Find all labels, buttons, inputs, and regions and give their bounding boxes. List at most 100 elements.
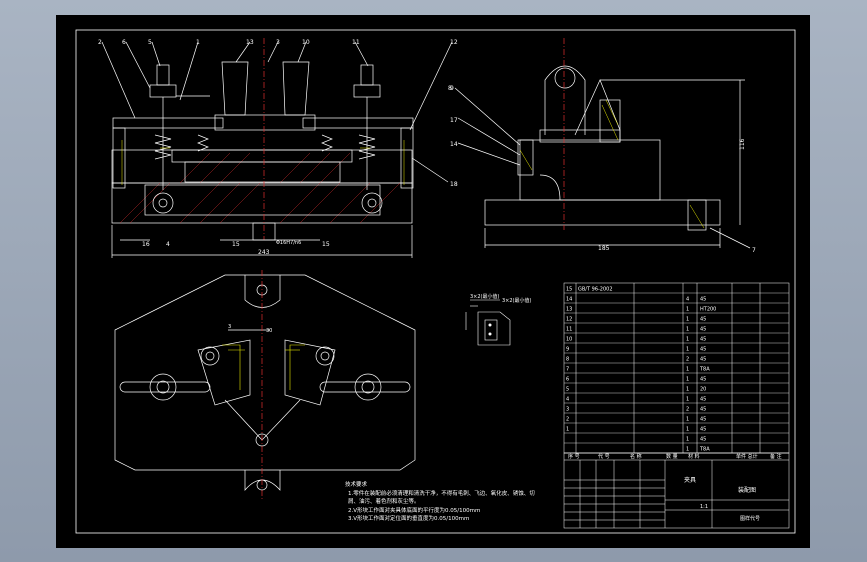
bom-cell: HT200 xyxy=(700,307,716,313)
bom-cell: 11 xyxy=(566,327,572,333)
balloon-18: 18 xyxy=(450,181,458,188)
side-view xyxy=(454,38,751,249)
balloon-12: 12 xyxy=(450,39,458,46)
balloon-1: 1 xyxy=(196,39,200,46)
balloon-9: 9 xyxy=(450,85,454,92)
balloon-10: 10 xyxy=(302,39,310,46)
bom-header-cell: 单件 总计 xyxy=(736,453,758,460)
bom-cell: 2 xyxy=(686,407,689,413)
bom-cell: 3 xyxy=(566,407,569,413)
bom-cell: 45 xyxy=(700,377,706,383)
bom-cell: 45 xyxy=(700,397,706,403)
top-view xyxy=(114,270,416,500)
bom-cell: 1 xyxy=(686,427,689,433)
notes-line-1: 1.零件在装配前必须清理和清洗干净，不得有毛刺、飞边、氧化皮、锈蚀、切 xyxy=(348,489,535,497)
bom-cell: 12 xyxy=(566,317,572,323)
bom-header-cell: 名 称 xyxy=(630,453,642,460)
bom-cell: 4 xyxy=(686,297,689,303)
top-dim-30: 30 xyxy=(266,328,272,334)
bom-cell: 45 xyxy=(700,297,706,303)
bom-cell: 14 xyxy=(566,297,572,303)
bom-cell: 1 xyxy=(686,337,689,343)
title-drawing-name: 夹具 xyxy=(684,476,696,484)
bom-cell: 45 xyxy=(700,417,706,423)
title-assembly: 装配图 xyxy=(738,486,756,494)
title-sheet-code: 图样代号 xyxy=(740,515,760,522)
bom-cell: 1 xyxy=(686,417,689,423)
sheet-border xyxy=(75,29,796,534)
front-view-hatch-yellow xyxy=(121,140,405,185)
bom-cell: 1 xyxy=(686,367,689,373)
bom-cell: 13 xyxy=(566,307,572,313)
bom-cell: T8A xyxy=(699,447,710,453)
balloon-5: 5 xyxy=(148,39,152,46)
bom-cell: 1 xyxy=(686,387,689,393)
balloon-13: 13 xyxy=(246,39,254,46)
bom-cell: 1 xyxy=(686,347,689,353)
bom-cell: 7 xyxy=(566,367,569,373)
balloon-16: 16 xyxy=(142,241,150,248)
top-view-yellow xyxy=(222,344,305,390)
bom-cell: 4 xyxy=(566,397,569,403)
bom-cell: 45 xyxy=(700,317,706,323)
detail-view xyxy=(465,299,511,346)
bom-cell: 5 xyxy=(566,387,569,393)
bom-cell: 1 xyxy=(686,377,689,383)
bom-cell: 45 xyxy=(700,337,706,343)
bom-cell: 1 xyxy=(686,317,689,323)
top-dim-3: 3 xyxy=(228,324,231,330)
bom-cell: 15 xyxy=(566,287,572,293)
side-view-yellow xyxy=(519,99,705,229)
dim-243: 243 xyxy=(258,249,270,256)
balloon-11: 11 xyxy=(352,39,360,46)
bom-header-cell: 序 号 xyxy=(568,453,580,460)
bom-cell: 20 xyxy=(700,387,706,393)
bom-header: 序 号 代 号 名 称 数 量 材 料 单件 总计 备 注 xyxy=(568,453,782,460)
balloon-3: 3 xyxy=(276,39,280,46)
notes-line-3: 2.V形块工作面对夹具体底面的平行度为0.05/100mm xyxy=(348,506,480,514)
bom-cell: 45 xyxy=(700,327,706,333)
balloon-2: 2 xyxy=(98,39,102,46)
bom-cell: 8 xyxy=(566,357,569,363)
bom-cell: 1 xyxy=(686,307,689,313)
bom-table-grid xyxy=(563,282,790,454)
bom-cell: 1 xyxy=(686,437,689,443)
fit-label: Φ16H7/n6 xyxy=(276,240,301,246)
bom-cell: 6 xyxy=(566,377,569,383)
balloon-14: 14 xyxy=(450,141,458,148)
detail-marks xyxy=(488,323,492,336)
detail-label-2: 3×2(最小值) xyxy=(502,297,532,304)
bom-cell: 9 xyxy=(566,347,569,353)
balloon-8: 8 xyxy=(448,85,452,92)
bom-cell: 2 xyxy=(686,357,689,363)
notes-line-2: 屑、油污、着色剂和灰尘等。 xyxy=(348,497,420,505)
balloon-15a: 15 xyxy=(232,241,240,248)
title-block xyxy=(563,452,790,529)
bom-header-cell: 代 号 xyxy=(598,453,610,460)
bom-cell: 45 xyxy=(700,427,706,433)
bom-cell: 45 xyxy=(700,407,706,413)
balloon-4: 4 xyxy=(166,241,170,248)
bom-cell: 1 xyxy=(566,427,569,433)
bom-cell: 45 xyxy=(700,437,706,443)
notes-line-4: 3.V形块工作面对定位面的垂直度为0.05/100mm xyxy=(348,514,469,522)
bom-cell: GB/T 96-2002 xyxy=(578,287,613,293)
bom-header-cell: 数 量 xyxy=(666,453,678,460)
detail-label-1: 3×2(最小值) xyxy=(470,293,500,300)
bom-header-cell: 材 料 xyxy=(688,453,700,460)
bom-cell: 45 xyxy=(700,347,706,353)
dim-116: 116 xyxy=(739,138,746,150)
bom-cell: 1 xyxy=(686,327,689,333)
balloon-17: 17 xyxy=(450,117,458,124)
bom-cell: 10 xyxy=(566,337,572,343)
title-scale: 1:1 xyxy=(700,504,708,510)
bom-header-cell: 备 注 xyxy=(770,453,782,460)
front-view xyxy=(101,38,453,258)
notes-heading: 技术要求 xyxy=(345,480,368,488)
bom-cell: 2 xyxy=(566,417,569,423)
bom-cell: 1 xyxy=(686,447,689,453)
bom-cell: 1 xyxy=(686,397,689,403)
bom-cell: 45 xyxy=(700,357,706,363)
